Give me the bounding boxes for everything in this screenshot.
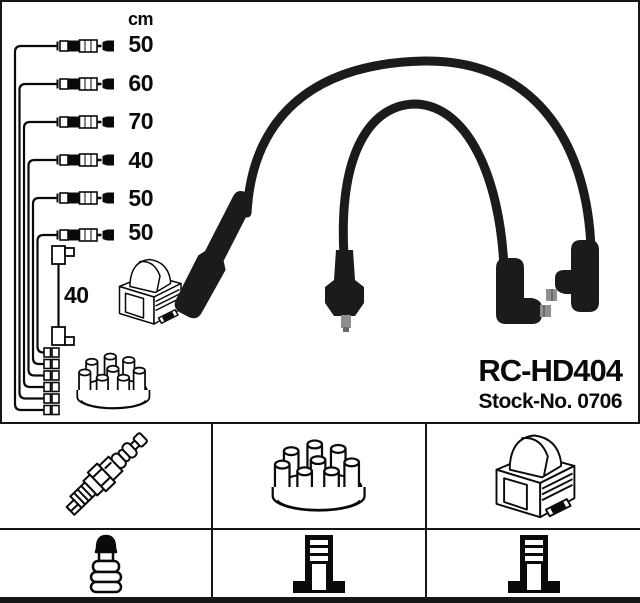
parts-compatibility-table xyxy=(0,422,640,603)
ignition-coil-icon xyxy=(495,434,575,519)
coil-terminal-socket-icon xyxy=(507,534,560,593)
elbow-boot-right-facing xyxy=(496,258,551,324)
distributor-side-terminals xyxy=(43,347,60,416)
plug-side-connectors xyxy=(56,38,116,243)
plug-terminal-nut-icon xyxy=(89,534,122,593)
unit-header: cm xyxy=(127,9,154,29)
cable-length-5: 50 xyxy=(128,185,153,211)
cable-length-2: 60 xyxy=(128,70,153,96)
cell-distributor-cap xyxy=(213,424,427,530)
cell-ignition-coil xyxy=(427,424,640,530)
cable-length-6: 50 xyxy=(128,219,153,245)
cable-schematic xyxy=(13,44,57,412)
stock-number: Stock-No. 0706 xyxy=(478,390,622,413)
cable-length-4: 40 xyxy=(128,147,153,173)
straight-boot xyxy=(325,250,364,332)
cable-length-1: 50 xyxy=(128,31,153,57)
cable-length-3: 70 xyxy=(128,108,153,134)
elbow-boot-left-facing xyxy=(546,240,599,312)
cell-plug-terminal xyxy=(0,530,213,597)
ignition-coil-drawing xyxy=(118,258,182,325)
coil-wire-schematic xyxy=(51,245,75,346)
product-photo xyxy=(174,56,599,332)
distributor-cap-icon xyxy=(214,425,424,527)
top-section-graphics xyxy=(13,38,599,416)
product-code: RC-HD404 xyxy=(478,353,623,388)
spark-plug-icon xyxy=(65,432,148,516)
distributor-cap-drawing xyxy=(77,353,149,408)
angled-plug-boot xyxy=(174,191,253,319)
cable-outer xyxy=(242,56,596,255)
cell-coil-terminal-1 xyxy=(213,530,427,597)
cable-inner xyxy=(338,99,509,273)
coil-terminal-socket-icon xyxy=(293,534,345,593)
cell-coil-terminal-2 xyxy=(427,530,640,597)
coil-wire-length: 40 xyxy=(64,282,89,308)
cell-spark-plug xyxy=(0,424,213,530)
